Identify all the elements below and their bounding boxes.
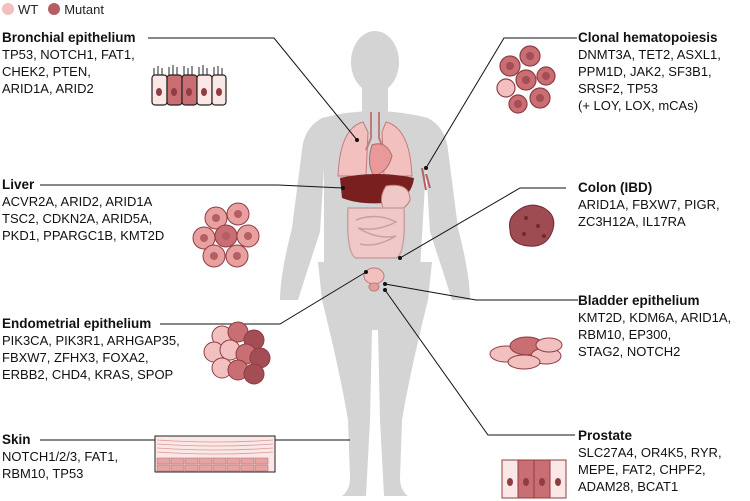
clonal-cells-icon [496,45,556,114]
bladder-genes-1: KMT2D, KDM6A, ARID1A, [578,310,732,325]
leader-prostate [384,289,575,436]
liver-genes-2: TSC2, CDKN2A, ARID5A, [2,211,153,226]
bladder-block: Bladder epithelium KMT2D, KDM6A, ARID1A,… [578,293,731,360]
leader-liver [40,184,344,189]
clonal-title: Clonal hematopoiesis [578,30,718,45]
skin-block: Skin NOTCH1/2/3, FAT1, RBM10, TP53 [2,432,118,482]
liver-genes-3: PKD1, PPARGC1B, KMT2D [2,228,165,243]
wt-swatch [2,3,14,15]
prostate-block: Prostate SLC27A4, OR4K5, RYR, MEPE, FAT2… [578,428,722,495]
body-silhouette [280,31,470,496]
leader-bladder [384,283,578,301]
colon-block: Colon (IBD) ARID1A, FBXW7, PIGR, ZC3H12A… [578,180,720,230]
liver-genes-1: ACVR2A, ARID2, ARID1A [2,194,153,209]
liver-block: Liver ACVR2A, ARID2, ARID1A TSC2, CDKN2A… [2,177,164,244]
leader-lines [40,37,578,441]
prostate-title: Prostate [578,428,633,443]
skin-genes-2: RBM10, TP53 [2,466,84,481]
legend: WT Mutant [0,1,104,17]
leader-clonal [425,37,577,169]
clonal-genes-1: DNMT3A, TET2, ASXL1, [578,47,721,62]
leader-end-dots [341,138,428,292]
leader-bronchial [148,37,358,141]
endometrial-genes-1: PIK3CA, PIK3R1, ARHGAP35, [2,333,180,348]
leader-endometrial [160,271,367,325]
bronchial-block: Bronchial epithelium TP53, NOTCH1, FAT1,… [2,30,136,97]
bronchial-cells-icon [151,65,227,106]
clonal-genes-2: PPM1D, JAK2, SF3B1, [578,64,712,79]
colon-genes-2: ZC3H12A, IL17RA [578,214,686,229]
bronchial-title: Bronchial epithelium [2,30,136,45]
leader-colon [399,187,566,259]
endometrial-cells-icon [203,321,271,385]
colon-genes-1: ARID1A, FBXW7, PIGR, [578,197,720,212]
clonal-block: Clonal hematopoiesis DNMT3A, TET2, ASXL1… [578,30,721,114]
legend-wt-label: WT [18,1,39,17]
skin-title: Skin [2,432,31,447]
skin-genes-1: NOTCH1/2/3, FAT1, [2,449,119,464]
colon-title: Colon (IBD) [578,180,653,195]
bladder-organ [363,267,385,292]
clonal-genes-4: (+ LOY, LOX, mCAs) [578,98,699,113]
endometrial-block: Endometrial epithelium PIK3CA, PIK3R1, A… [2,316,180,383]
bladder-cells-icon [489,336,563,370]
colon-cells-icon [509,204,555,247]
endometrial-genes-3: ERBB2, CHD4, KRAS, SPOP [2,367,174,382]
liver-cells-icon [192,202,260,268]
prostate-genes-1: SLC27A4, OR4K5, RYR, [578,445,722,460]
mutant-swatch [48,3,61,15]
prostate-cells-icon [501,459,567,499]
bladder-genes-2: RBM10, EP300, [578,327,672,342]
bronchial-genes-1: TP53, NOTCH1, FAT1, [2,47,135,62]
endometrial-title: Endometrial epithelium [2,316,152,331]
intestines [346,207,406,259]
bladder-genes-3: STAG2, NOTCH2 [578,344,681,359]
endometrial-genes-2: FBXW7, ZFHX3, FOXA2, [2,350,149,365]
prostate-genes-3: ADAM28, BCAT1 [578,479,679,494]
skin-cells-icon [154,435,276,473]
legend-mutant-label: Mutant [64,1,104,17]
prostate-genes-2: MEPE, FAT2, CHPF2, [578,462,706,477]
clonal-genes-3: SRSF2, TP53 [578,81,658,96]
bronchial-genes-2: CHEK2, PTEN, [2,64,91,79]
heart [368,143,393,177]
blood-vessel [421,167,431,191]
liver-title: Liver [2,177,35,192]
bladder-title: Bladder epithelium [578,293,700,308]
bronchial-genes-3: ARID1A, ARID2 [2,81,94,96]
